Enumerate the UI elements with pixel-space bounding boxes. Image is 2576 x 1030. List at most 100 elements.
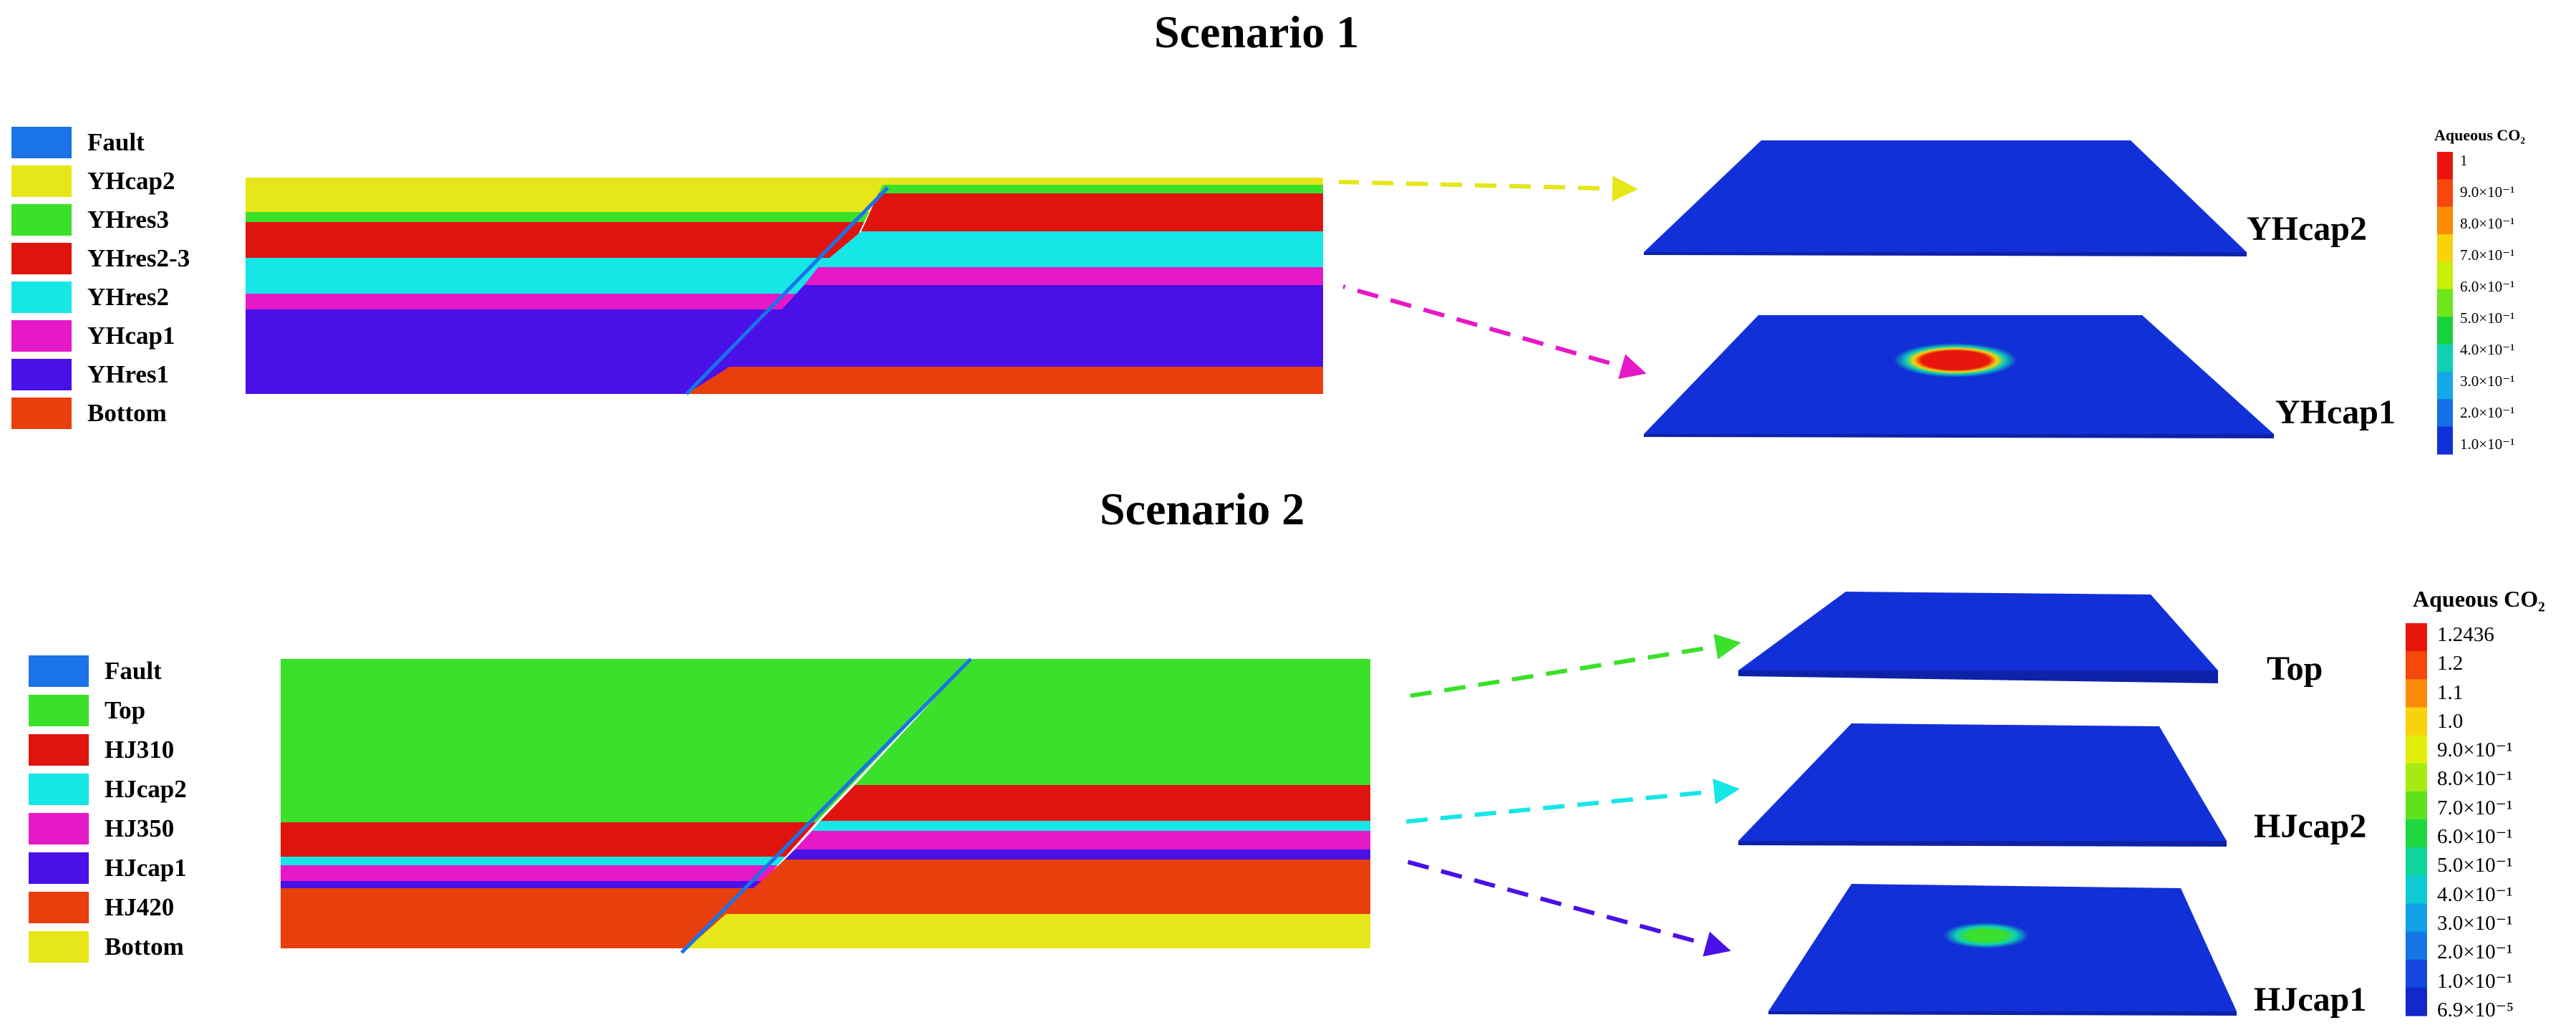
scenario1-colorbar-title: Aqueous CO₂ [2434,126,2526,144]
s1-fault-line [685,186,889,395]
legend-swatch [29,774,89,805]
legend-label: YHcap1 [87,322,175,350]
s1-right-yhres2-3 [861,193,1323,231]
scenario2-colorbar-band [2406,903,2427,933]
s1-left-yhres1 [246,309,821,394]
scenario2-colorbar-tick-label: 1.0×10⁻¹ [2437,969,2513,993]
scenario1-colorbar-band [2437,261,2453,290]
scenario2-colorbar-band [2406,847,2427,876]
s2-right-hj420 [726,860,1370,914]
s2-right-hjcap2 [812,821,1370,831]
scenario1-colorbar-tick-label: 6.0×10⁻¹ [2460,278,2515,296]
arrow-hjcap2 [1398,779,1740,824]
s2-left-top [281,659,971,822]
s2-right-hjcap1 [785,849,1370,860]
scenario1-colorbar-tick-label: 4.0×10⁻¹ [2460,340,2515,358]
scenario2-colorbar-band [2406,651,2427,680]
s2-left-hjcap2 [281,857,785,865]
s1-right-yhres2 [818,231,1323,267]
scenario1-colorbar-band [2437,289,2453,317]
s1-left-yhcap1 [246,294,829,309]
legend-swatch [29,655,89,687]
scenario2-colorbar-band [2406,763,2427,792]
slab-yhcap2-edge [1644,252,2247,256]
legend-label: Top [105,696,146,724]
s2-left-hj310 [281,822,816,857]
s2-right-top [855,659,1370,785]
s2-right-hj350 [795,831,1370,849]
legend-swatch [11,320,72,352]
legend-swatch [11,243,72,274]
scenario2-colorbar-tick-label: 8.0×10⁻¹ [2437,767,2513,791]
legend-label: HJ310 [105,736,175,764]
scenario2-colorbar-band [2406,735,2427,764]
scenario1-cross-section [246,178,1323,395]
s1-left-yhres3 [246,212,869,222]
s1-right-yhcap2 [883,178,1323,185]
s2-left-hj350 [281,865,778,881]
scenario1-colorbar-tick-label: 1.0×10⁻¹ [2460,435,2515,453]
legend-swatch [11,359,72,390]
arrow-top [1398,633,1741,700]
scenario1-colorbar-tick-label: 9.0×10⁻¹ [2460,183,2515,201]
scenario1-colorbar-tick-label: 3.0×10⁻¹ [2460,372,2515,390]
s2-right-hj310 [820,785,1370,821]
slab-hjcap1-edge [1768,1011,2237,1016]
legend-label: Bottom [105,933,184,961]
scenario2-colorbar-title: Aqueous CO₂ [2413,586,2545,612]
scenario2-colorbar-tick-label: 1.1 [2437,680,2464,704]
s1-right-yhcap1 [804,267,1323,285]
s2-fault-line [680,658,972,954]
legend-label: HJ350 [105,814,175,842]
scenario2-colorbar-band [2406,987,2427,1016]
scenario1-colorbar-band [2437,371,2453,400]
layer-label-yhcap2: YHcap2 [2247,210,2367,248]
scenario1-colorbar-band [2437,399,2453,428]
scenario1-colorbar-band [2437,234,2453,263]
s2-left-hjcap1 [281,881,763,888]
s1-right-yhres1 [730,285,1323,367]
legend-swatch [29,931,89,963]
scenario1-title: Scenario 1 [1154,6,1360,57]
slab-yhcap1-edge [1644,434,2274,438]
scenario2-colorbar-tick-label: 1.2436 [2437,623,2494,646]
legend-label: YHres2-3 [87,244,190,272]
scenario2-colorbar-tick-label: 3.0×10⁻¹ [2437,911,2513,935]
slab-top [1738,592,2218,670]
scenario2-colorbar-tick-label: 6.0×10⁻¹ [2437,825,2513,849]
scenario2-colorbar-tick-label: 2.0×10⁻¹ [2437,940,2513,964]
legend-label: YHres3 [87,206,170,234]
legend-swatch [29,813,89,844]
scenario1-colorbar-tick-label: 1 [2460,152,2468,170]
legend-swatch [11,281,72,313]
legend-swatch [29,852,89,884]
scenario1-colorbar-band [2437,206,2453,235]
scenario2-colorbar-band [2406,707,2427,736]
scenario2-colorbar-band [2406,959,2427,988]
scenario1-legend: Fault YHcap2 YHres3 YHres2-3 YHres2 YHca… [11,125,248,433]
scenario2-colorbar-band [2406,819,2427,848]
scenario2-colorbar-band [2406,791,2427,820]
legend-label: YHres2 [87,283,170,311]
legend-label: Bottom [87,399,167,427]
scenario1-colorbar [2437,152,2453,455]
legend-swatch [11,398,72,429]
legend-label: HJcap2 [105,775,187,803]
legend-label: HJ420 [105,893,175,921]
legend-label: YHcap2 [87,167,175,195]
scenario2-colorbar-tick-label: 1.2 [2437,652,2464,675]
layer-label-hjcap1: HJcap1 [2254,981,2367,1019]
s1-right-yhres3 [878,185,1323,193]
s1-right-bottom [687,367,1323,394]
scenario2-cross-section [281,658,1370,954]
s1-left-yhres2-3 [246,222,864,258]
slab-hjcap2 [1738,723,2227,841]
scenario2-colorbar-band [2406,875,2427,905]
legend-label: Fault [105,657,162,685]
legend-label: YHres1 [87,360,170,388]
arrow-hjcap1 [1398,857,1731,957]
scenario2-colorbar [2406,623,2427,1016]
layer-label-top: Top [2267,650,2323,688]
